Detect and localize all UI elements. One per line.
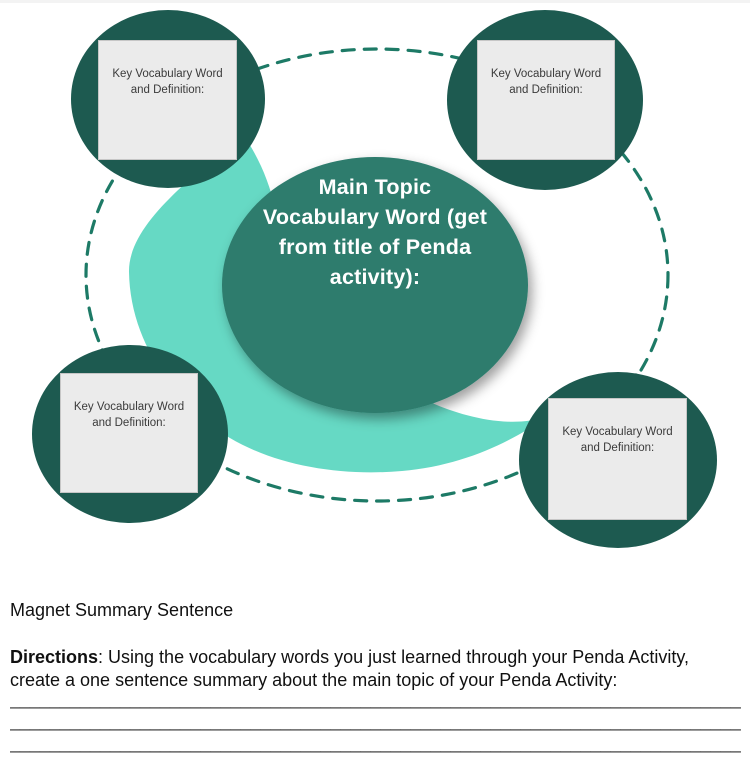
swoosh-arc (128, 134, 546, 473)
center-ellipse (222, 157, 528, 413)
vocab-box-top-right: Key Vocabulary Word and Definition: (477, 40, 615, 160)
vocab-box-label: Key Vocabulary Word and Definition: (490, 68, 602, 96)
directions-paragraph: Directions: Using the vocabulary words y… (10, 646, 744, 691)
vocab-box-label: Key Vocabulary Word and Definition: (73, 401, 185, 429)
vocab-box-bottom-right: Key Vocabulary Word and Definition: (548, 398, 687, 520)
answer-line: ________________________________________… (10, 689, 741, 709)
dashed-ellipse-connector (84, 47, 670, 503)
vocab-box-label: Key Vocabulary Word and Definition: (112, 68, 223, 96)
answer-line: ________________________________________… (10, 733, 741, 753)
vocab-box-top-left: Key Vocabulary Word and Definition: (98, 40, 237, 160)
magnet-summary-diagram: Key Vocabulary Word and Definition: Key … (32, 10, 717, 548)
main-topic-label: Main Topic Vocabulary Word (get from tit… (262, 175, 488, 289)
directions-label: Directions (10, 647, 99, 667)
answer-line: ________________________________________… (10, 711, 741, 731)
answer-lines: ________________________________________… (10, 688, 744, 754)
vocab-box-bottom-left: Key Vocabulary Word and Definition: (60, 373, 198, 493)
directions-text: : Using the vocabulary words you just le… (10, 647, 690, 690)
page-top-edge (0, 0, 750, 3)
vocab-box-label: Key Vocabulary Word and Definition: (562, 426, 673, 454)
summary-title: Magnet Summary Sentence (10, 600, 234, 620)
